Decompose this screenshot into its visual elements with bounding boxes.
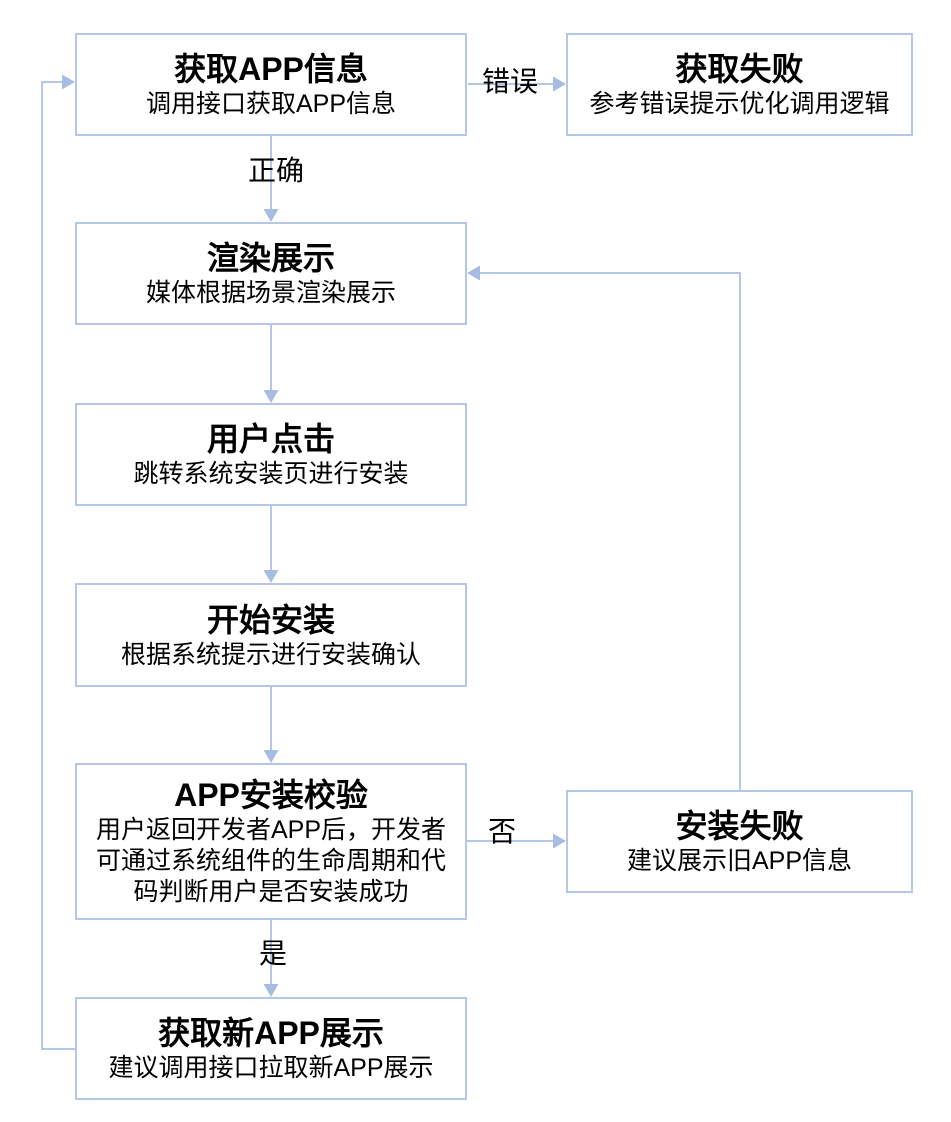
connector-newapp-loop-to-getinfo [41, 81, 75, 1050]
arrow-left-icon [467, 265, 480, 281]
node-install-failed: 安装失败 建议展示旧APP信息 [566, 790, 913, 893]
node-subtitle: 媒体根据场景渲染展示 [145, 279, 396, 307]
node-title: 开始安装 [206, 601, 335, 638]
node-subtitle: 用户返回开发者APP后，开发者可通过系统组件的生命周期和代码判断用户是否安装成功 [95, 816, 447, 906]
arrow-down-icon [263, 750, 279, 763]
node-render-display: 渲染展示 媒体根据场景渲染展示 [75, 222, 467, 325]
arrow-down-icon [263, 984, 279, 997]
node-subtitle: 参考错误提示优化调用逻辑 [589, 90, 890, 118]
node-start-install: 开始安装 根据系统提示进行安装确认 [75, 583, 467, 687]
node-user-click: 用户点击 跳转系统安装页进行安装 [75, 403, 467, 506]
arrow-down-icon [263, 209, 279, 222]
node-title: 获取APP信息 [174, 51, 368, 87]
edge-label-error: 错误 [481, 66, 539, 97]
edge-label-yes: 是 [258, 938, 288, 969]
node-title: APP安装校验 [174, 777, 368, 813]
arrow-down-icon [263, 570, 279, 583]
node-title: 用户点击 [206, 421, 335, 457]
node-title: 获取失败 [675, 51, 804, 87]
arrow-right-icon [553, 833, 566, 849]
node-get-failed: 获取失败 参考错误提示优化调用逻辑 [566, 33, 913, 136]
arrow-down-icon [263, 390, 279, 403]
node-subtitle: 建议调用接口拉取新APP展示 [108, 1054, 434, 1082]
node-title: 安装失败 [675, 808, 804, 844]
node-get-new-app: 获取新APP展示 建议调用接口拉取新APP展示 [75, 997, 467, 1100]
node-subtitle: 建议展示旧APP信息 [626, 847, 853, 875]
node-install-verify: APP安装校验 用户返回开发者APP后，开发者可通过系统组件的生命周期和代码判断… [75, 763, 467, 920]
node-title: 渲染展示 [206, 240, 335, 276]
node-subtitle: 根据系统提示进行安装确认 [120, 640, 421, 669]
arrow-right-icon [62, 74, 75, 90]
node-title: 获取新APP展示 [158, 1015, 384, 1051]
node-subtitle: 跳转系统安装页进行安装 [133, 460, 409, 488]
arrow-right-icon [553, 76, 566, 92]
node-get-app-info: 获取APP信息 调用接口获取APP信息 [75, 33, 467, 136]
node-subtitle: 调用接口获取APP信息 [145, 90, 397, 118]
connector-installfailed-loop-to-render [479, 272, 741, 790]
edge-label-correct: 正确 [247, 155, 305, 186]
edge-label-no: 否 [487, 816, 517, 847]
